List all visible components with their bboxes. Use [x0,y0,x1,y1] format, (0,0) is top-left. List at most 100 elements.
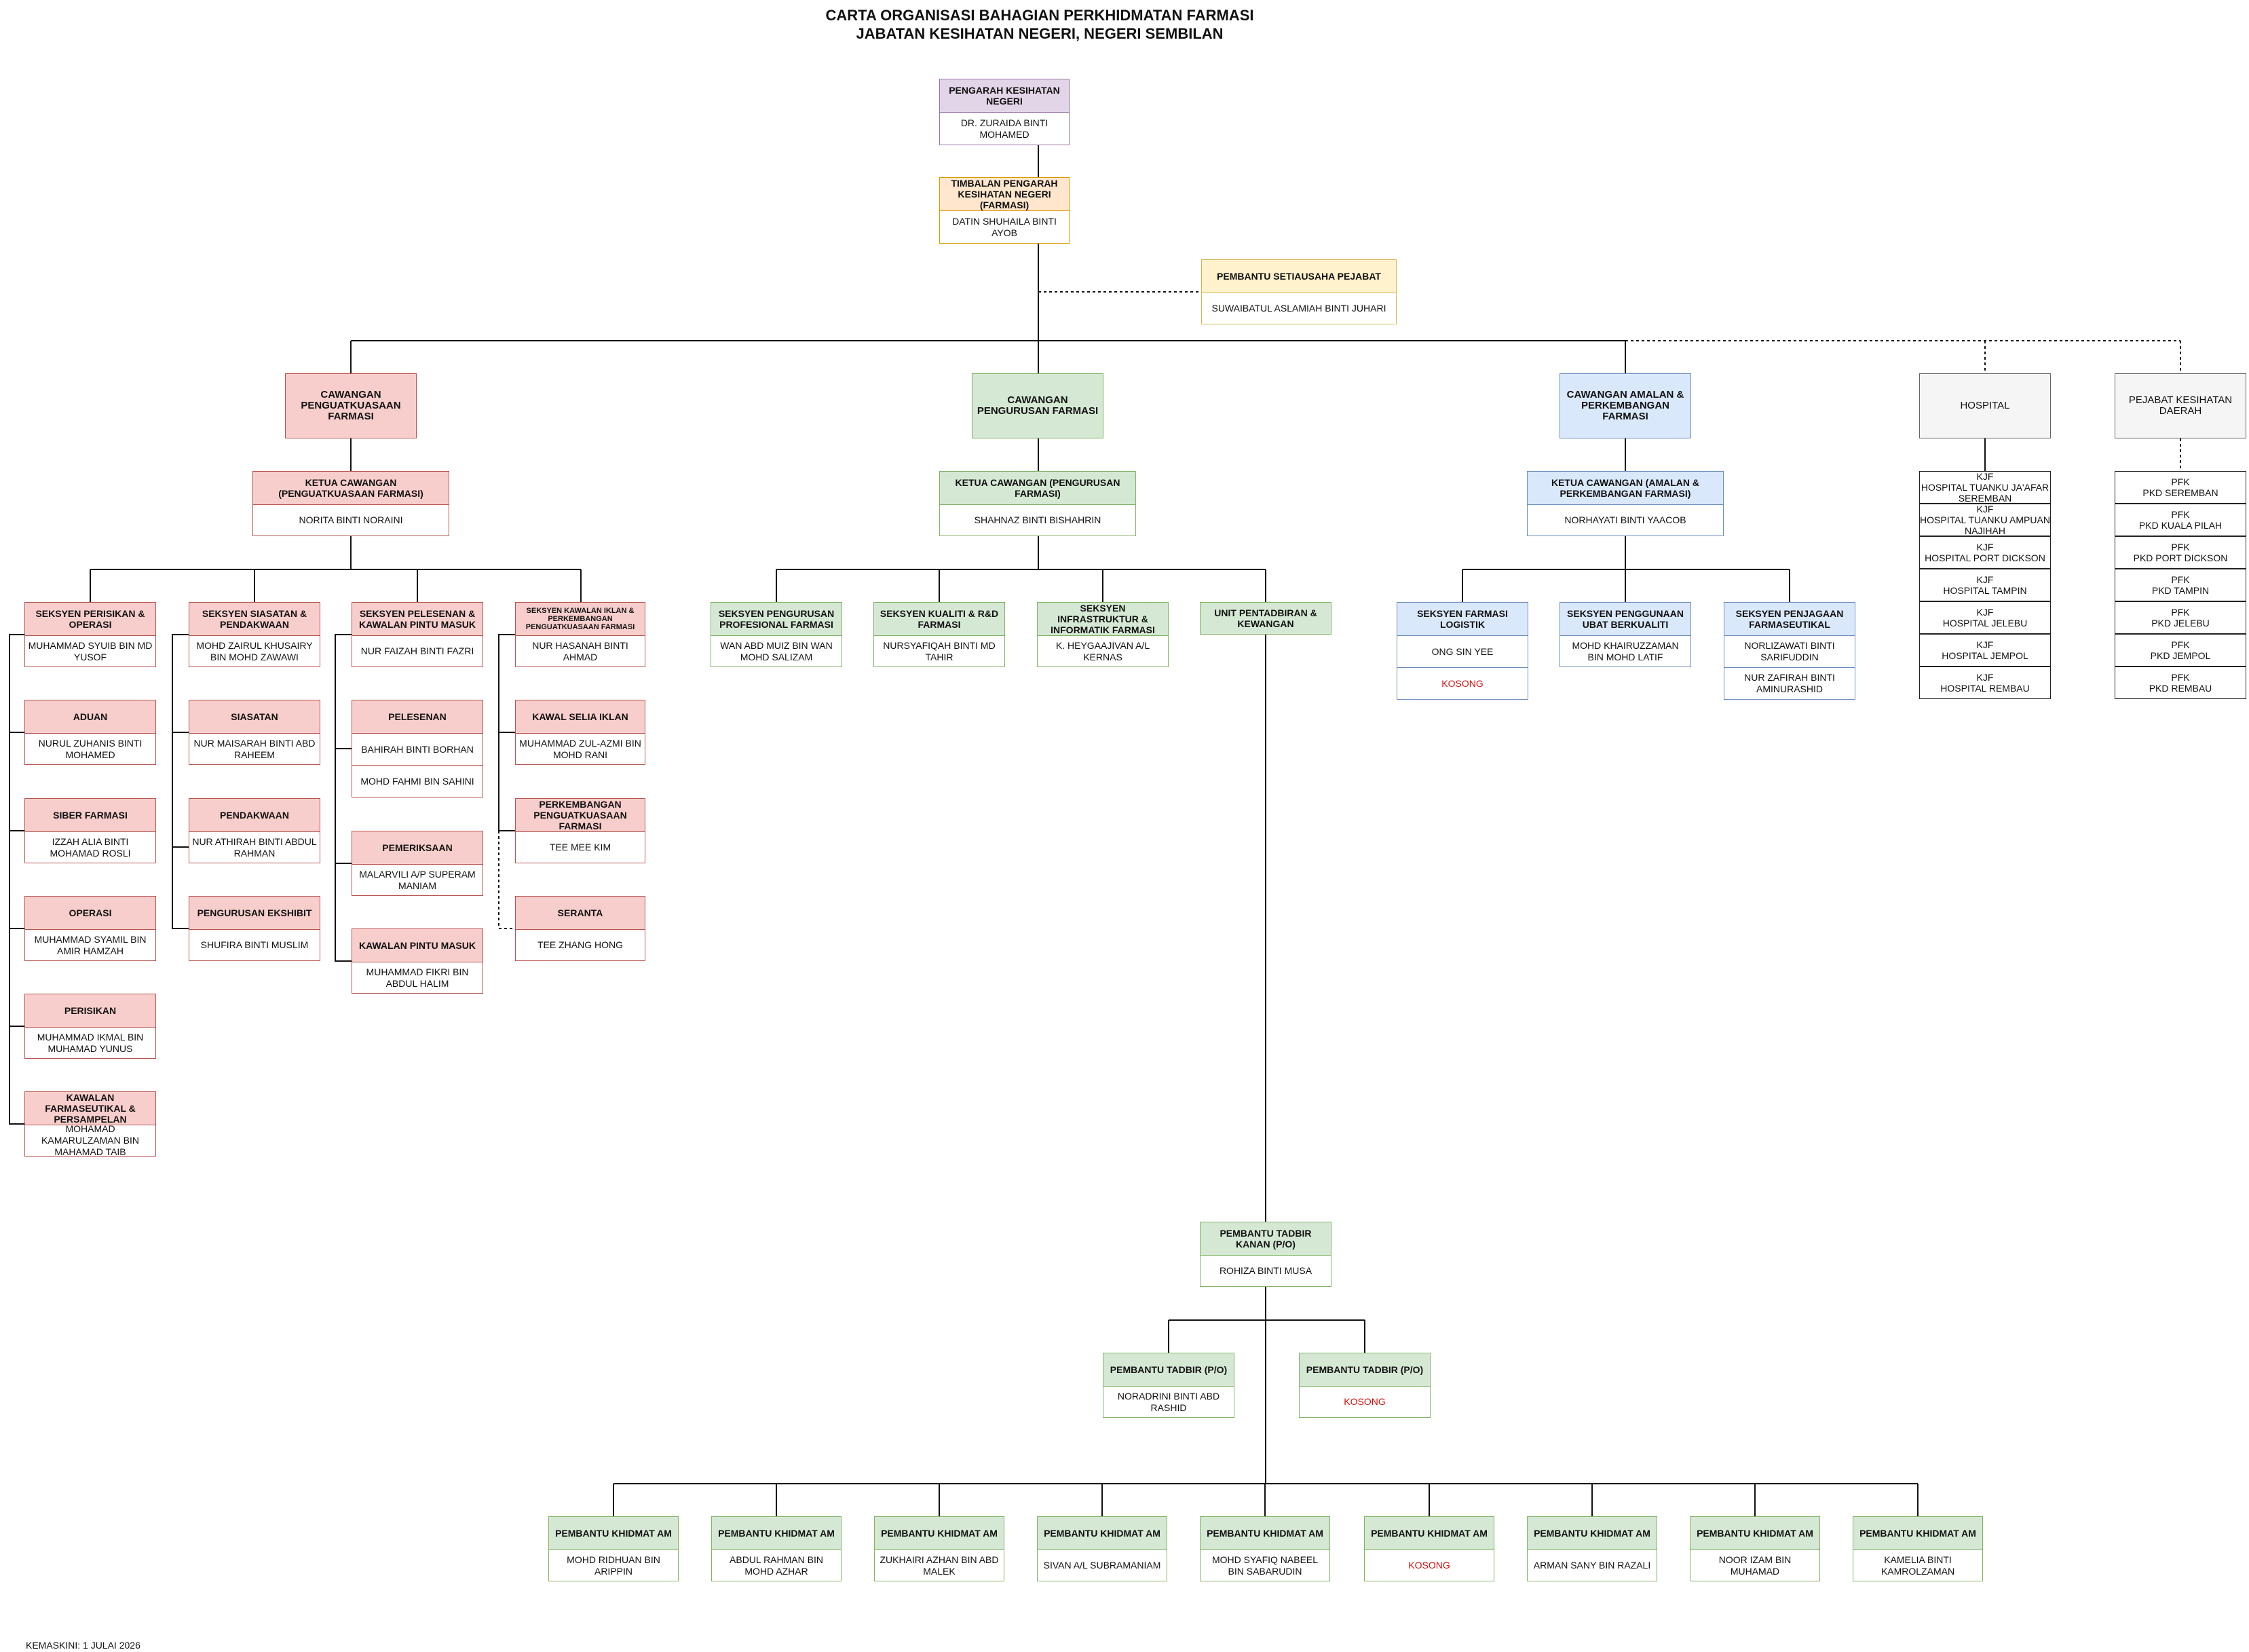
node-title: SEKSYEN PENGGUNAAN UBAT BERKUALITI [1560,603,1690,635]
person-name: MOHD FAHMI BIN SAHINI [352,765,483,797]
node-title: SEKSYEN KUALITI & R&D FARMASI [874,603,1004,635]
node-pt-kanan[interactable]: PEMBANTU TADBIR KANAN (P/O)ROHIZA BINTI … [1200,1222,1331,1287]
hospital-list-type: KJF [1976,504,1994,514]
node-hospital[interactable]: HOSPITAL [1919,373,2051,438]
pkd-list-name: PKD KUALA PILAH [2138,520,2223,531]
node-cw-penguat[interactable]: CAWANGAN PENGUATKUASAAN FARMASI [285,373,417,438]
pkd-list-type: PFK [2171,509,2190,520]
person-name: MUHAMMAD SYUIB BIN MD YUSOF [25,635,155,667]
node-timbalan[interactable]: TIMBALAN PENGARAH KESIHATAN NEGERI (FARM… [939,177,1070,244]
node-sk-kawalan-iklan[interactable]: SEKSYEN KAWALAN IKLAN & PERKEMBANGAN PEN… [515,602,645,667]
node-cw-amalan[interactable]: CAWANGAN AMALAN & PERKEMBANGAN FARMASI [1560,373,1691,438]
node-kt-pengurusan[interactable]: KETUA CAWANGAN (PENGURUSAN FARMASI)SHAHN… [939,471,1136,536]
node-title: PENGARAH KESIHATAN NEGERI [940,79,1069,112]
person-name: NORHAYATI BINTI YAACOB [1528,504,1723,536]
person-name: SHAHNAZ BINTI BISHAHRIN [940,504,1135,536]
person-name: TEE MEE KIM [516,831,645,863]
node-sk-infra[interactable]: SEKSYEN INFRASTRUKTUR & INFORMATIK FARMA… [1037,602,1169,667]
hospital-list-name: HOSPITAL TAMPIN [1943,585,2027,596]
pkd-list-name: PKD PORT DICKSON [2133,552,2228,563]
node-title: SEKSYEN FARMASI LOGISTIK [1397,603,1528,635]
pkd-list-name: PKD REMBAU [2149,683,2212,694]
node-title: PEMBANTU KHIDMAT AM [1853,1517,1982,1550]
node-title: PEMBANTU TADBIR KANAN (P/O) [1201,1222,1331,1255]
update-date: KEMASKINI: 1 JULAI 2026 [26,1640,140,1651]
vacant-label: KOSONG [1300,1386,1430,1417]
node-kt-amalan[interactable]: KETUA CAWANGAN (AMALAN & PERKEMBANGAN FA… [1527,471,1724,536]
hospital-list-type: KJF [1976,574,1994,585]
person-name: NURSYAFIQAH BINTI MD TAHIR [874,635,1004,667]
node-title: PEMBANTU KHIDMAT AM [1038,1517,1167,1550]
person-name: ROHIZA BINTI MUSA [1201,1255,1331,1286]
person-name: NORADRINI BINTI ABD RASHID [1103,1386,1234,1417]
vacant-label: KOSONG [1397,667,1528,699]
node-pt1[interactable]: PEMBANTU TADBIR (P/O)NORADRINI BINTI ABD… [1103,1353,1234,1418]
node-kt-penguat[interactable]: KETUA CAWANGAN (PENGUATKUASAAN FARMASI)N… [252,471,449,536]
node-title: SIASATAN [189,700,320,733]
node-title: CAWANGAN PENGURUSAN FARMASI [972,374,1103,438]
person-name: ARMAN SANY BIN RAZALI [1528,1550,1657,1581]
node-pkd[interactable]: PEJABAT KESIHATAN DAERAH [2115,373,2246,438]
node-title: KETUA CAWANGAN (AMALAN & PERKEMBANGAN FA… [1528,472,1723,504]
node-unit-pentadbiran[interactable]: UNIT PENTADBIRAN & KEWANGAN [1200,602,1331,635]
person-name: K. HEYGAAJIVAN A/L KERNAS [1038,635,1168,667]
node-pt2[interactable]: PEMBANTU TADBIR (P/O)KOSONG [1299,1353,1431,1418]
pkd-list-name: PKD SEREMBAN [2142,487,2218,498]
node-cw-pengurusan[interactable]: CAWANGAN PENGURUSAN FARMASI [972,373,1103,438]
pkd-list-name: PKD TAMPIN [2151,585,2210,596]
hospital-list-name: HOSPITAL TUANKU AMPUAN NAJIHAH [1920,514,2050,536]
pkd-list-name: PKD JEMPOL [2150,650,2211,661]
person-name: MOHD SYAFIQ NABEEL BIN SABARUDIN [1201,1550,1329,1581]
node-title: KAWALAN FARMASEUTIKAL & PERSAMPELAN [25,1092,155,1125]
hospital-list-name: HOSPITAL PORT DICKSON [1925,552,2045,563]
pkd-list-type: PFK [2171,574,2190,585]
